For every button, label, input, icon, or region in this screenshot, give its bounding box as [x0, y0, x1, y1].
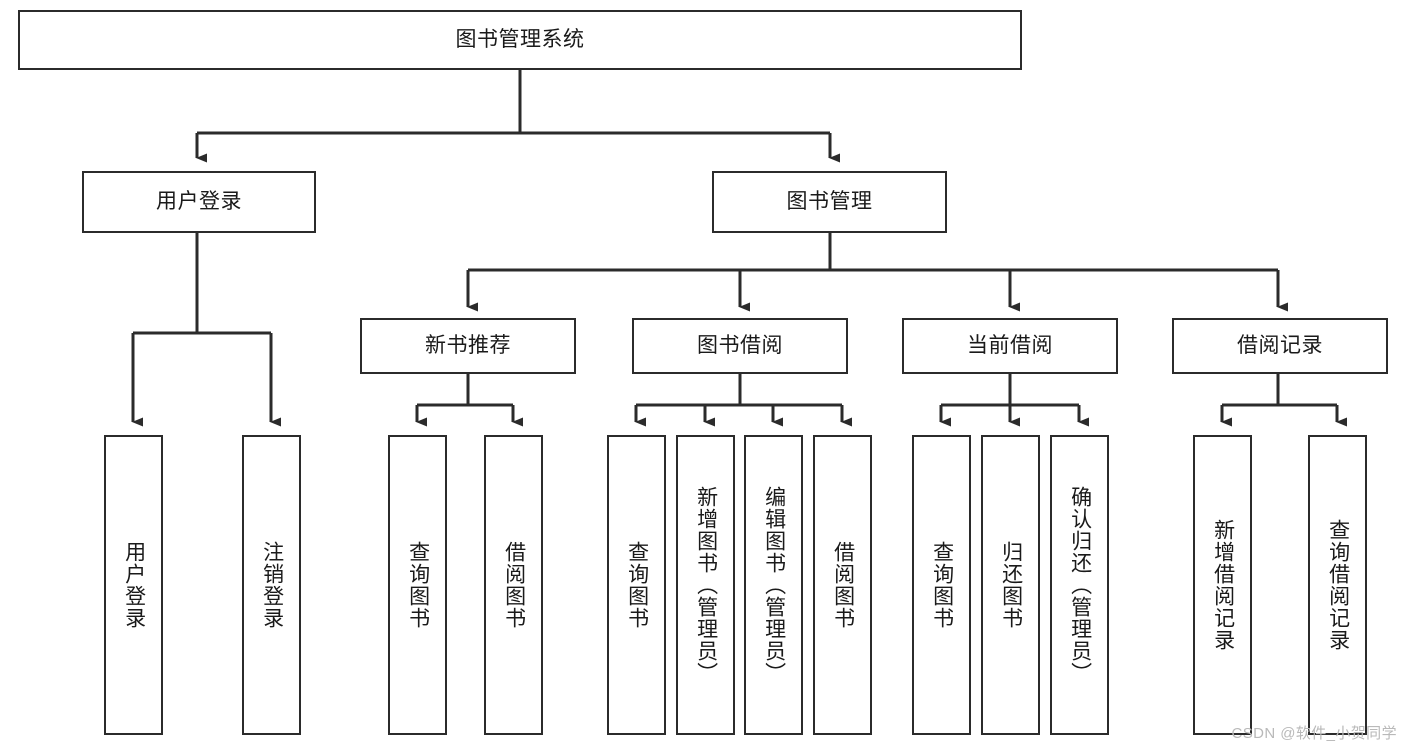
node-label: 新增图书（管理员）	[694, 486, 718, 684]
node-label: 查询图书	[930, 541, 954, 629]
leaf-borrow-record-query-record[interactable]: 查询借阅记录	[1308, 435, 1367, 735]
leaf-book-borrow-query-books[interactable]: 查询图书	[607, 435, 666, 735]
leaf-borrow-record-add-record[interactable]: 新增借阅记录	[1193, 435, 1252, 735]
node-label: 查询借阅记录	[1326, 519, 1350, 651]
node-label: 图书管理	[786, 190, 873, 214]
node-label: 图书借阅	[697, 334, 783, 358]
leaf-user-login-login[interactable]: 用户登录	[104, 435, 163, 735]
node-book-management[interactable]: 图书管理	[712, 171, 947, 233]
node-label: 确认归还（管理员）	[1068, 486, 1092, 684]
leaf-new-book-borrow-books[interactable]: 借阅图书	[484, 435, 543, 735]
leaf-current-borrow-confirm-return-admin[interactable]: 确认归还（管理员）	[1050, 435, 1109, 735]
leaf-current-borrow-query-books[interactable]: 查询图书	[912, 435, 971, 735]
node-label: 图书管理系统	[455, 28, 585, 52]
leaf-current-borrow-return-books[interactable]: 归还图书	[981, 435, 1040, 735]
node-borrowing-record[interactable]: 借阅记录	[1172, 318, 1388, 374]
leaf-book-borrow-borrow-books[interactable]: 借阅图书	[813, 435, 872, 735]
node-user-login[interactable]: 用户登录	[82, 171, 316, 233]
node-current-borrowing[interactable]: 当前借阅	[902, 318, 1118, 374]
node-label: 归还图书	[999, 541, 1023, 629]
watermark: CSDN @软件_小贺同学	[1231, 725, 1397, 742]
node-label: 借阅图书	[502, 541, 526, 629]
node-label: 用户登录	[122, 541, 146, 629]
node-label: 用户登录	[156, 190, 242, 214]
node-label: 查询图书	[406, 541, 430, 629]
leaf-user-login-logout[interactable]: 注销登录	[242, 435, 301, 735]
node-root-book-management-system[interactable]: 图书管理系统	[18, 10, 1022, 70]
leaf-book-borrow-add-book-admin[interactable]: 新增图书（管理员）	[676, 435, 735, 735]
node-label: 当前借阅	[967, 334, 1053, 358]
node-label: 借阅记录	[1237, 334, 1323, 358]
node-book-borrowing[interactable]: 图书借阅	[632, 318, 848, 374]
node-label: 编辑图书（管理员）	[762, 486, 786, 684]
leaf-book-borrow-edit-book-admin[interactable]: 编辑图书（管理员）	[744, 435, 803, 735]
node-label: 新增借阅记录	[1211, 519, 1235, 651]
node-label: 借阅图书	[831, 541, 855, 629]
leaf-new-book-query-books[interactable]: 查询图书	[388, 435, 447, 735]
node-label: 查询图书	[625, 541, 649, 629]
node-label: 注销登录	[260, 541, 284, 629]
node-label: 新书推荐	[425, 334, 511, 358]
node-new-book-recommendation[interactable]: 新书推荐	[360, 318, 576, 374]
